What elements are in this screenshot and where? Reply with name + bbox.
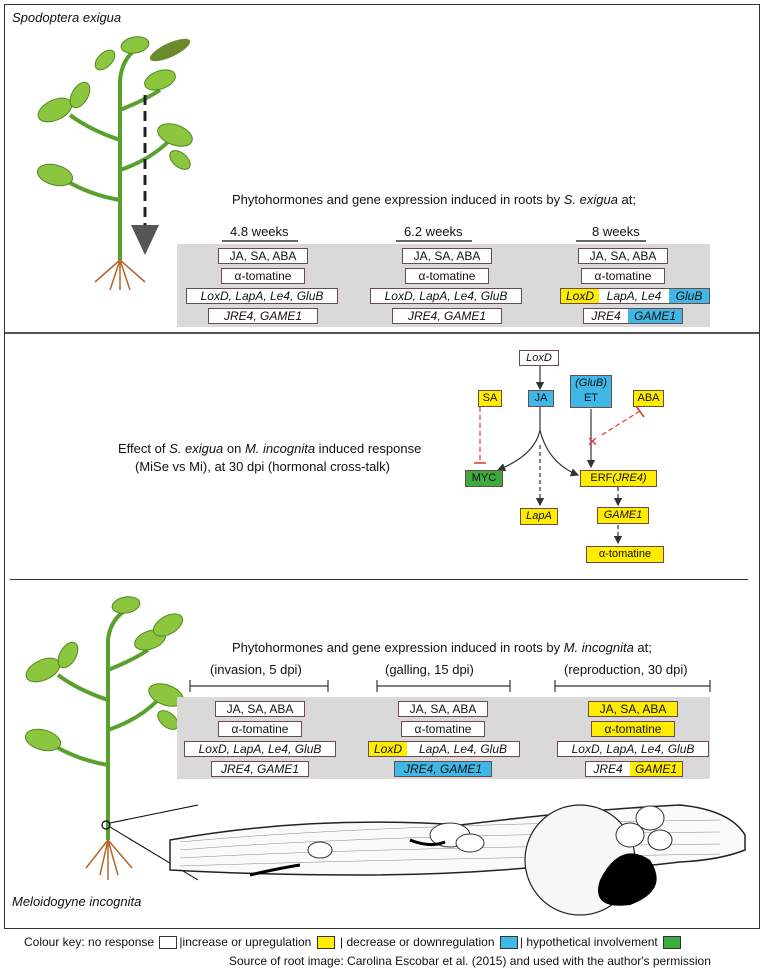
node-sa: SA <box>478 390 502 407</box>
colour-key-hypothetical: hypothetical involvement <box>526 935 658 949</box>
colour-key-increase: increase or upregulation <box>182 935 312 949</box>
node-alpha-tomatine: α-tomatine <box>586 546 664 563</box>
swatch-decrease <box>499 936 518 950</box>
gene-jre4-none: JRE4 <box>586 762 630 776</box>
gene-box-hormones: JA, SA, ABA <box>215 701 305 717</box>
gene-jre4-none: JRE4 <box>584 309 628 323</box>
gene-box-loxd-group: LoxD, LapA, Le4, GluB <box>184 741 336 757</box>
effect-description-line2: (MiSe vs Mi), at 30 dpi (hormonal cross-… <box>135 459 391 474</box>
gene-glub-decrease: GluB <box>669 289 709 303</box>
node-et-label: ET <box>583 392 599 404</box>
gene-box-hormones: JA, SA, ABA <box>218 248 308 264</box>
effect-description-line1: Effect of S. exigua on M. incognita indu… <box>118 441 422 456</box>
swatch-hypothetical <box>663 936 682 950</box>
stage-galling: (galling, 15 dpi) <box>385 662 474 677</box>
gene-lapa-le4-glub-none: LapA, Le4, GluB <box>407 742 519 756</box>
gene-box-tomatine: α-tomatine <box>581 268 665 284</box>
gene-box-tomatine: α-tomatine <box>218 721 302 737</box>
node-lapa: LapA <box>520 508 558 525</box>
gene-lapa-le4-none: LapA, Le4 <box>599 289 669 303</box>
gene-box-hormones: JA, SA, ABA <box>578 248 668 264</box>
gene-box-jre4-game1: JRE4, GAME1 <box>392 308 502 324</box>
hormonal-crosstalk-arrows: ✕ <box>474 366 645 545</box>
tomato-plant-top-illustration <box>36 36 193 290</box>
gene-box-hormones: JA, SA, ABA <box>398 701 488 717</box>
figure-frame <box>4 4 760 929</box>
node-ja: JA <box>528 390 554 407</box>
timepoint-8-weeks: 8 weeks <box>592 224 640 239</box>
timepoint-underline <box>576 240 646 242</box>
svg-text:✕: ✕ <box>587 434 598 449</box>
gene-box-loxd-group: LoxD, LapA, Le4, GluB <box>370 288 522 304</box>
root-cross-section-image <box>169 804 746 916</box>
gene-box-hormones-increase: JA, SA, ABA <box>588 701 678 717</box>
timepoint-6-2-weeks: 6.2 weeks <box>404 224 463 239</box>
colour-key: Colour key: no response |increase or upr… <box>24 935 683 950</box>
swatch-increase <box>316 936 335 950</box>
gene-box-hormones: JA, SA, ABA <box>402 248 492 264</box>
node-et: (GluB) ET <box>570 375 612 408</box>
node-loxd: LoxD <box>519 350 559 366</box>
species-label-meloidogyne: Meloidogyne incognita <box>12 894 142 909</box>
bottom-heading: Phytohormones and gene expression induce… <box>232 640 652 655</box>
stage-invasion: (invasion, 5 dpi) <box>210 662 302 677</box>
gene-loxd-increase: LoxD <box>561 289 599 303</box>
tomato-plant-bottom-illustration <box>24 596 199 881</box>
gene-box-tomatine: α-tomatine <box>401 721 485 737</box>
gene-box-loxd-group: LoxD, LapA, Le4, GluB <box>557 741 709 757</box>
species-label-spodoptera: Spodoptera exigua <box>12 10 122 25</box>
node-erf: ERF(JRE4) <box>580 470 657 487</box>
node-aba: ABA <box>633 390 664 407</box>
timepoint-underline <box>396 240 472 242</box>
panel-divider <box>5 332 759 334</box>
node-erf-label: ERF <box>590 472 613 484</box>
node-glub-label: (GluB) <box>575 377 607 389</box>
timepoint-underline <box>222 240 298 242</box>
gene-box-tomatine-increase: α-tomatine <box>591 721 675 737</box>
timepoint-4-8-weeks: 4.8 weeks <box>230 224 289 239</box>
stage-reproduction: (reproduction, 30 dpi) <box>564 662 688 677</box>
gene-box-jre4-game1: JRE4, GAME1 <box>208 308 318 324</box>
gene-box-loxd-group: LoxD, LapA, Le4, GluB <box>186 288 338 304</box>
colour-key-prefix: Colour key: no response <box>24 935 155 949</box>
node-jre4-label: (JRE4) <box>612 472 647 484</box>
panel-divider <box>10 579 748 580</box>
top-heading: Phytohormones and gene expression induce… <box>232 192 636 207</box>
gene-box-tomatine: α-tomatine <box>221 268 305 284</box>
image-source-credit: Source of root image: Carolina Escobar e… <box>229 954 711 968</box>
stage-range-bars <box>189 680 711 692</box>
node-myc: MYC <box>465 470 503 487</box>
gene-game1-decrease: GAME1 <box>628 309 682 323</box>
gene-loxd-increase: LoxD <box>369 742 407 756</box>
gene-box-jre4-game1-decrease: JRE4, GAME1 <box>394 761 492 777</box>
gene-game1-increase: GAME1 <box>630 762 682 776</box>
gene-box-tomatine: α-tomatine <box>405 268 489 284</box>
swatch-no-response <box>159 936 178 950</box>
colour-key-decrease: decrease or downregulation <box>346 935 495 949</box>
node-game1: GAME1 <box>597 507 649 524</box>
gene-box-jre4-game1: JRE4, GAME1 <box>211 761 309 777</box>
